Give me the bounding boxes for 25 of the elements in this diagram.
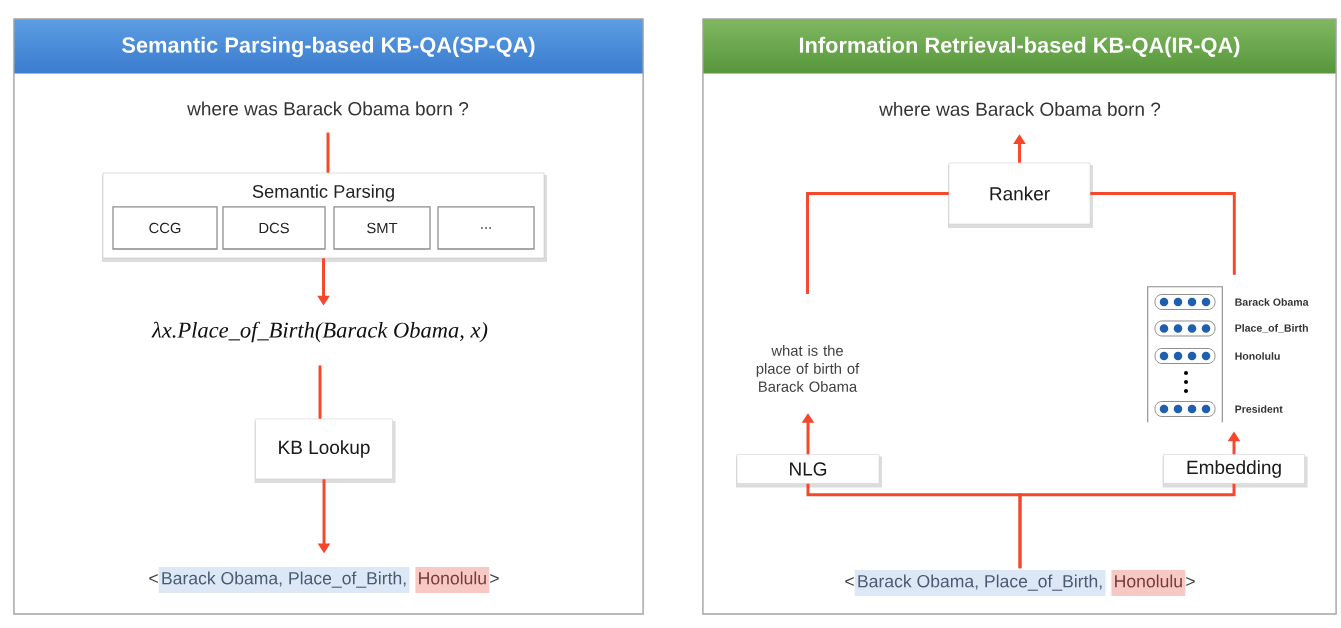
vector-label: Honolulu	[1235, 352, 1280, 360]
process-box: Ranker	[948, 162, 1093, 228]
process-box: NLG	[736, 454, 882, 488]
panel-title: Information Retrieval-based KB-QA(IR-QA)	[799, 36, 1240, 58]
method-box: SMT	[333, 206, 431, 250]
vector-label: President	[1235, 405, 1283, 413]
connector-line	[326, 132, 330, 173]
question-text: what is the place of birth of Barack Obama	[756, 345, 860, 392]
process-box: KB Lookup	[254, 418, 396, 483]
connector-line	[806, 192, 949, 294]
method-box: ...	[437, 206, 535, 250]
formula-text: λx.Place_of_Birth(Barack Obama, x)	[151, 321, 488, 343]
connector-line	[1018, 483, 1236, 569]
triple-text: < Barack Obama, Place_of_Birth, Honolulu >	[149, 567, 499, 593]
panel-title: Semantic Parsing-based KB-QA(SP-QA)	[122, 36, 535, 58]
connector-line	[1090, 192, 1236, 275]
triple-text: < Barack Obama, Place_of_Birth, Honolulu >	[845, 570, 1195, 596]
connector-line	[318, 365, 322, 419]
process-box: Embedding	[1162, 454, 1308, 488]
vector-label: Place_of_Birth	[1235, 324, 1308, 333]
question-text: where was Barack Obama born ?	[879, 102, 1161, 116]
question-text: where was Barack Obama born ?	[187, 101, 469, 116]
method-box: DCS	[222, 206, 326, 250]
vector-label: Barack Obama	[1235, 298, 1309, 306]
method-box: CCG	[112, 206, 218, 250]
